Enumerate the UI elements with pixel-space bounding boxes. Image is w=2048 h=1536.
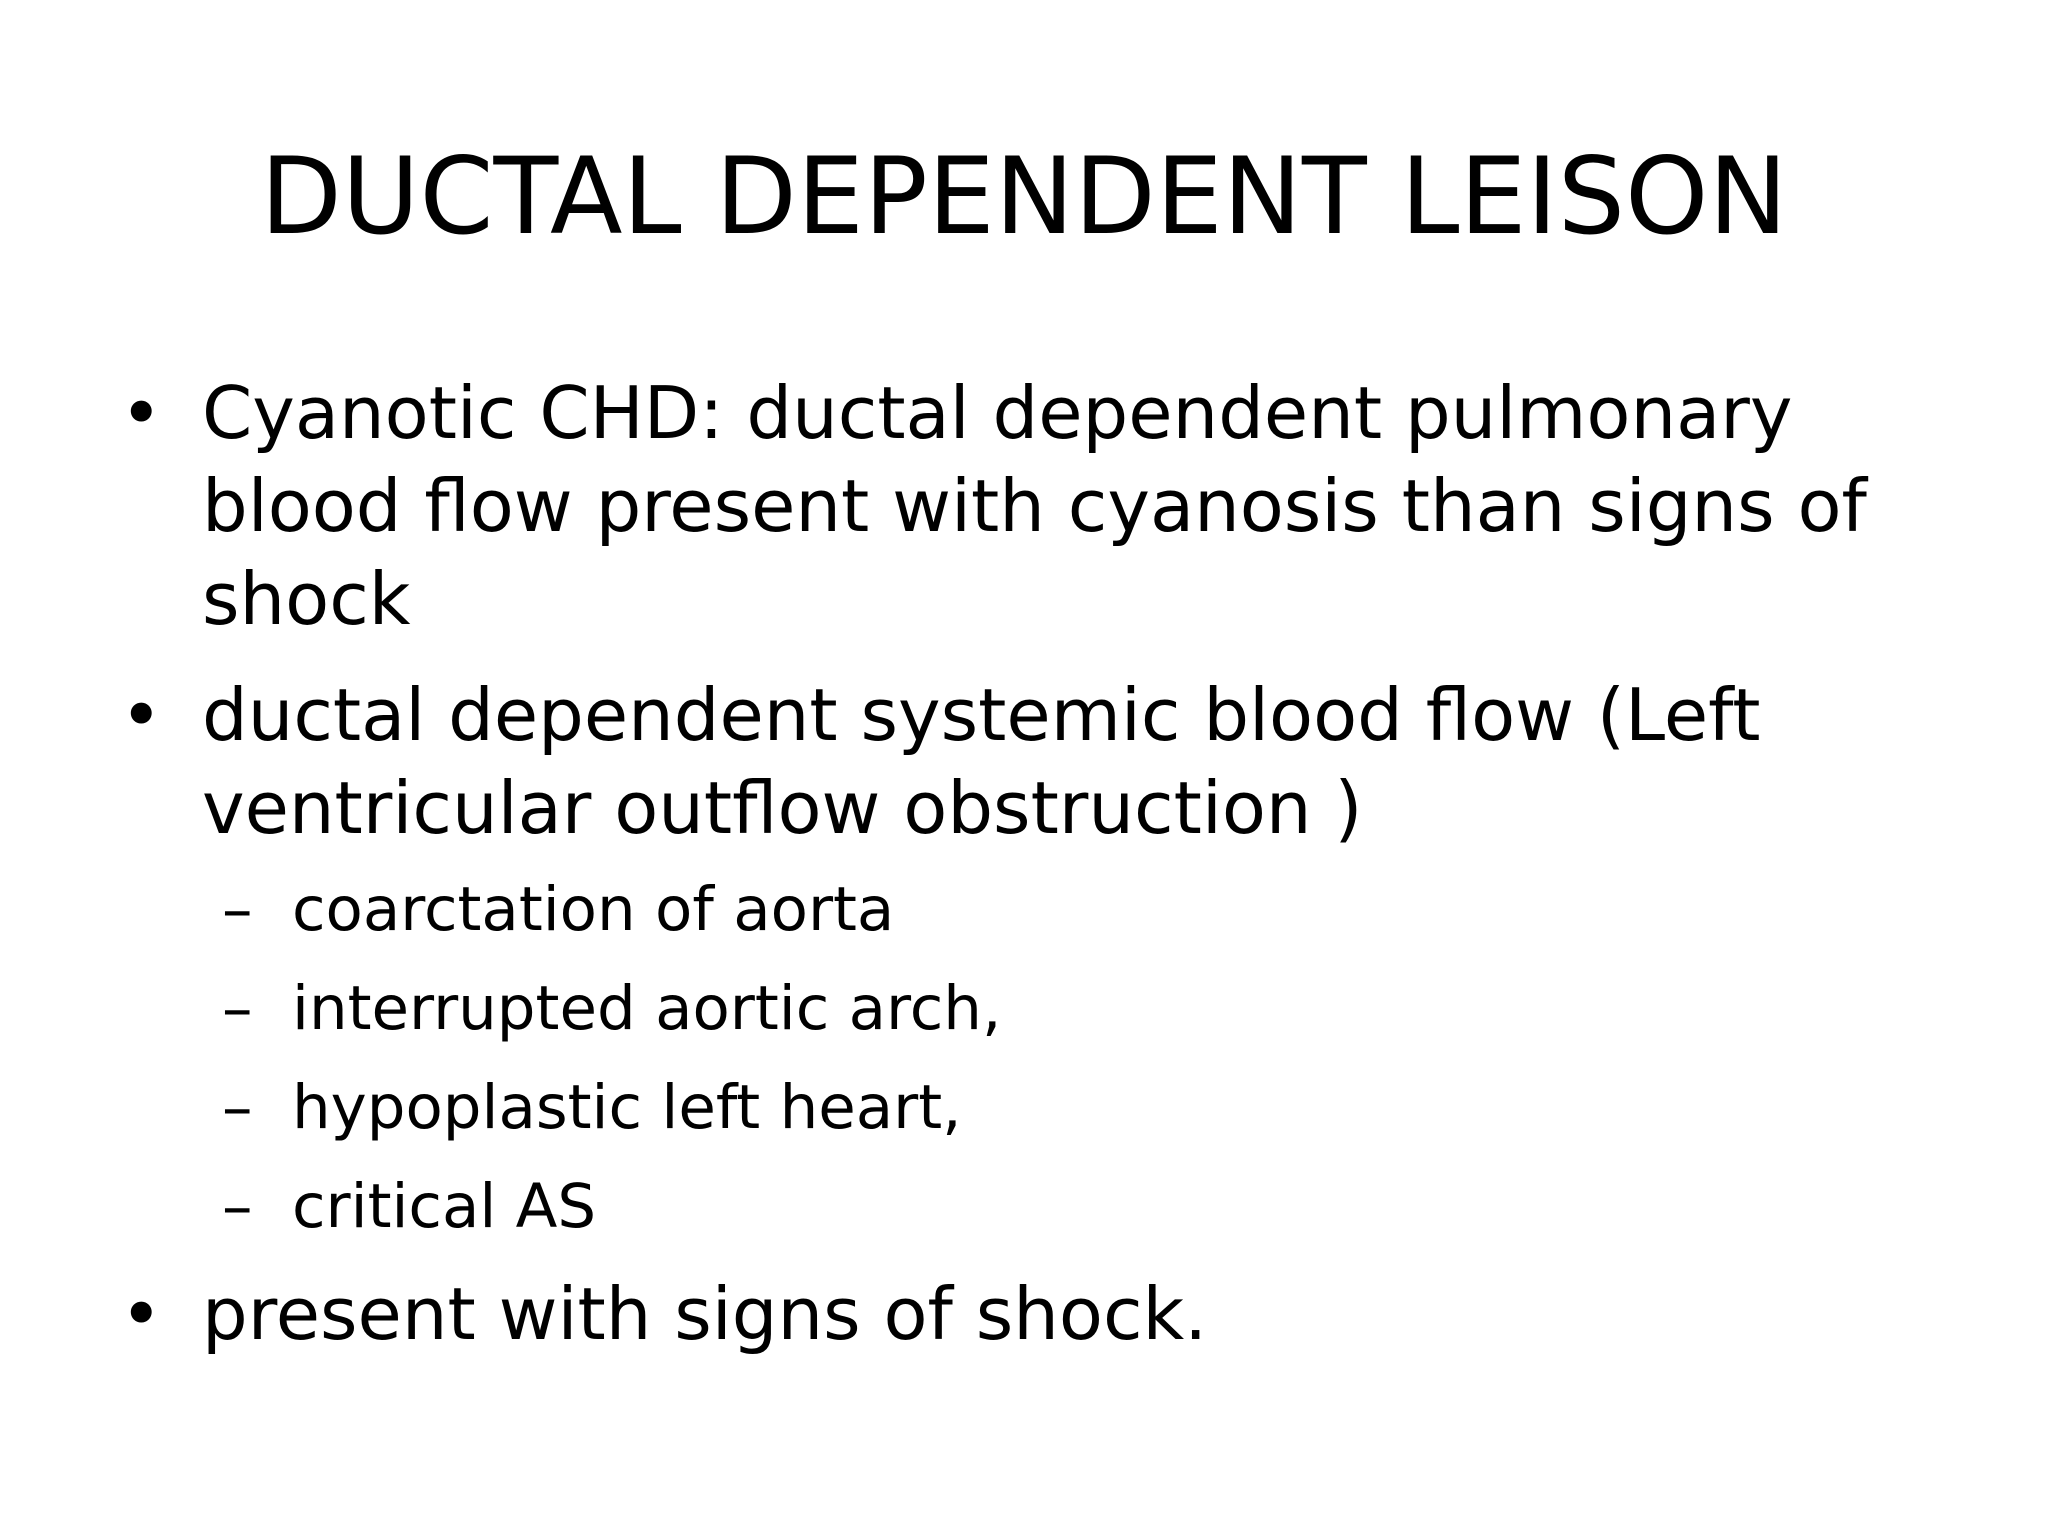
sub-bullet-text: coarctation of aorta bbox=[292, 874, 895, 945]
dash-icon: – bbox=[222, 874, 253, 945]
dash-icon: – bbox=[222, 973, 253, 1044]
bullet-text-line: shock bbox=[202, 557, 411, 641]
sub-bullet-text: interrupted aortic arch, bbox=[292, 973, 1002, 1044]
bullet-icon: • bbox=[120, 1272, 163, 1356]
dash-icon: – bbox=[222, 1072, 253, 1143]
bullet-text-line: blood flow present with cyanosis than si… bbox=[202, 464, 1867, 548]
bullet-text-line: Cyanotic CHD: ductal dependent pulmonary bbox=[202, 371, 1793, 455]
bullet-icon: • bbox=[120, 371, 163, 455]
sub-bullet-text: critical AS bbox=[292, 1171, 597, 1242]
slide-title: DUCTAL DEPENDENT LEISON bbox=[260, 135, 1788, 258]
bullet-icon: • bbox=[120, 673, 163, 757]
bullet-text-line: present with signs of shock. bbox=[202, 1272, 1208, 1356]
dash-icon: – bbox=[222, 1171, 253, 1242]
sub-bullet-text: hypoplastic left heart, bbox=[292, 1072, 962, 1143]
bullet-text-line: ductal dependent systemic blood flow (Le… bbox=[202, 673, 1761, 757]
bullet-text-line: ventricular outflow obstruction ) bbox=[202, 766, 1363, 850]
